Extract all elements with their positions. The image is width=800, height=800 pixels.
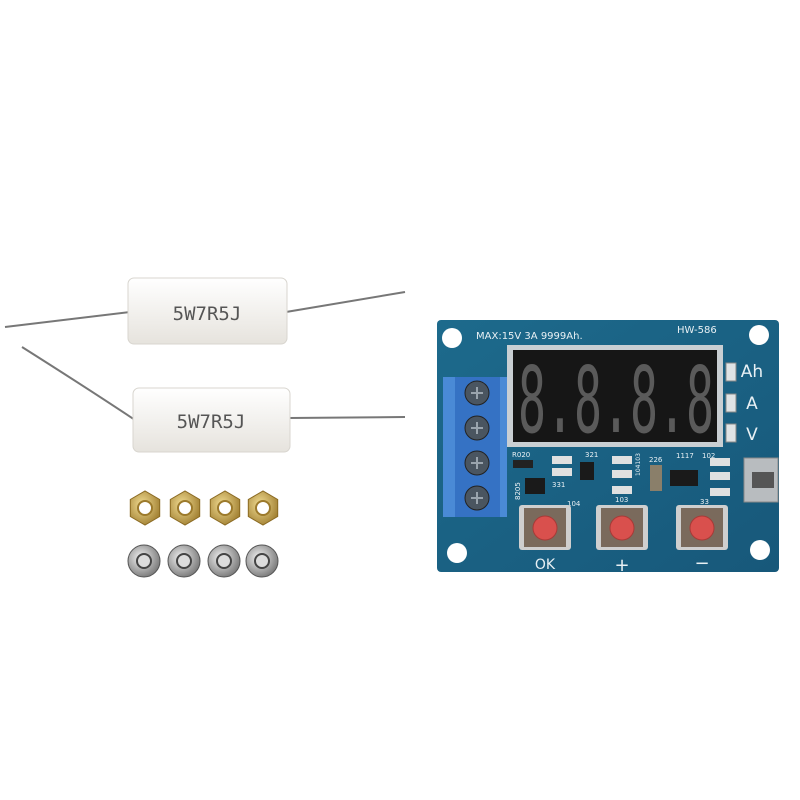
resistor-2: 5W7R5J [21, 346, 406, 453]
mounting-hole [442, 328, 462, 348]
brass-nut [247, 490, 279, 526]
label-104: 104 [567, 500, 581, 508]
seven-segment-display [513, 350, 717, 442]
silver-nuts [127, 544, 279, 578]
hw586-board: MAX:15V 3A 9999Ah. HW-586 8.8.8.8 Ah A V [437, 320, 779, 576]
terminal-screw [464, 415, 490, 441]
label-33: 33 [700, 498, 709, 506]
brass-nut [129, 490, 161, 526]
label-321: 321 [585, 451, 598, 459]
indicator-led [725, 393, 737, 413]
label-103: 103 [615, 496, 628, 504]
mounting-hole [447, 543, 467, 563]
brass-nut [209, 490, 241, 526]
brass-nuts [129, 490, 279, 526]
indicator-label-v: V [746, 425, 758, 445]
mounting-hole [750, 540, 770, 560]
silver-nut [127, 544, 161, 578]
resistor-label: 5W7R5J [177, 411, 246, 433]
silver-nut [207, 544, 241, 578]
mounting-hole [749, 325, 769, 345]
button-plus[interactable] [596, 505, 648, 550]
terminal-screw [464, 450, 490, 476]
label-104103: 104103 [635, 453, 642, 476]
button-ok[interactable] [519, 505, 571, 550]
indicator-label-ah: Ah [741, 362, 763, 382]
board-spec: MAX:15V 3A 9999Ah. [476, 331, 583, 342]
indicator-led [725, 362, 737, 382]
smd-components [513, 456, 730, 496]
micro-usb-port [743, 457, 779, 503]
brass-nut [169, 490, 201, 526]
label-8205: 8205 [514, 482, 522, 500]
button-minus[interactable] [676, 505, 728, 550]
button-label-ok: OK [535, 557, 556, 573]
label-r020: R020 [512, 451, 530, 459]
button-label-plus: + [614, 555, 629, 576]
screw-terminal-block [443, 377, 507, 517]
label-226: 226 [649, 456, 663, 464]
indicator-led [725, 423, 737, 443]
display-digits: 8.8.8.8 [518, 347, 714, 454]
label-331: 331 [552, 481, 565, 489]
board-model: HW-586 [677, 325, 717, 336]
button-label-minus: − [694, 553, 709, 574]
label-1117: 1117 [676, 452, 694, 460]
indicator-label-a: A [746, 394, 758, 414]
silver-nut [167, 544, 201, 578]
label-102: 102 [702, 452, 715, 460]
silver-nut [245, 544, 279, 578]
terminal-screw [464, 380, 490, 406]
terminal-screw [464, 485, 490, 511]
resistor-label: 5W7R5J [173, 303, 242, 325]
resistor-1: 5W7R5J [4, 277, 406, 345]
